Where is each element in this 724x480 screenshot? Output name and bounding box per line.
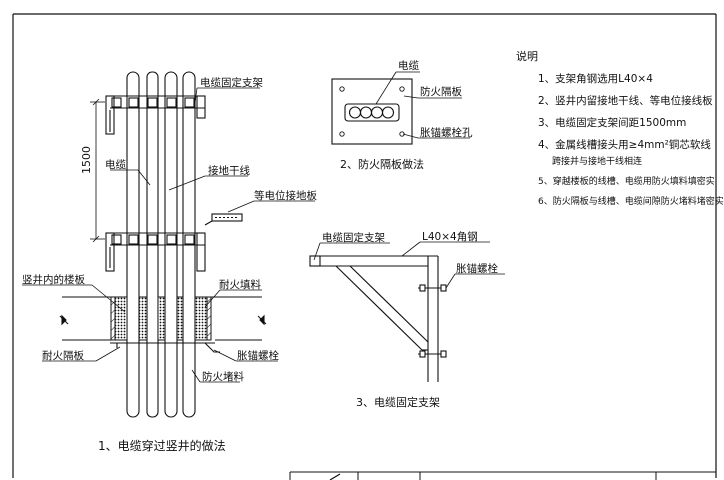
fig3-anchor-bolt-label: 胀锚螺栓 bbox=[456, 262, 498, 275]
fig2-cable-label: 电缆 bbox=[398, 59, 419, 72]
fig3-angle-steel-label: L40×4角钢 bbox=[422, 230, 478, 243]
bracket-diagonal-brace bbox=[335, 265, 429, 351]
note-item: 3、电缆固定支架间距1500mm bbox=[538, 117, 687, 129]
fig1-bonding-plate-label: 等电位接地板 bbox=[254, 189, 317, 202]
bracket-wall-post bbox=[427, 256, 439, 382]
fig2-caption: 2、防火隔板做法 bbox=[340, 157, 424, 171]
note-item: 2、竖井内留接地干线、等电位接线板 bbox=[538, 95, 713, 107]
fig1-ground-wire-label: 接地干线 bbox=[208, 164, 250, 177]
fig1-shaft-cable-section bbox=[22, 71, 315, 418]
board-cable-bundle bbox=[344, 103, 400, 122]
fig1-caption: 1、电缆穿过竖井的做法 bbox=[98, 438, 226, 453]
fig1-bracket-label: 电缆固定支架 bbox=[200, 76, 263, 89]
fig1-fire-fill-label: 耐火填料 bbox=[219, 278, 261, 291]
floor-slab bbox=[59, 296, 267, 341]
fig1-anchor-bolt-label: 胀锚螺栓 bbox=[237, 349, 279, 362]
fig1-leaders bbox=[22, 87, 315, 383]
note-item: 5、穿越楼板的线槽、电缆用防火填料填密实 bbox=[538, 177, 715, 187]
fig1-fire-board-label: 耐火隔板 bbox=[42, 349, 84, 362]
fig1-dimension-label: 1500 bbox=[80, 146, 93, 174]
note-item: 4、金属线槽接头用≥4mm²铜芯软线 bbox=[538, 139, 711, 151]
upper-cable-bracket bbox=[105, 95, 206, 135]
notes-title: 说明 bbox=[516, 50, 538, 63]
fig3-caption: 3、电缆固定支架 bbox=[356, 395, 440, 409]
fig2-fire-board-label: 防火隔板 bbox=[420, 85, 462, 98]
fig2-leaders bbox=[375, 71, 470, 139]
bonding-plate bbox=[204, 213, 243, 226]
note-item: 跨接并与接地干线相连 bbox=[552, 157, 643, 167]
fig1-fire-plug-label: 防火堵料 bbox=[202, 370, 244, 383]
fire-filling-blocks bbox=[110, 296, 212, 341]
notes-panel: 说明 1、支架角钢选用L40×4 2、竖井内留接地干线、等电位接线板 3、电缆固… bbox=[516, 48, 724, 216]
lower-cable-bracket bbox=[105, 232, 206, 272]
fig3-bracket-detail bbox=[309, 241, 505, 382]
bracket-top-arm bbox=[309, 255, 438, 267]
drawing-frame bbox=[12, 13, 717, 480]
bracket-anchor-bolts bbox=[418, 284, 447, 358]
fig3-leaders bbox=[313, 241, 505, 289]
fig1-floor-slab-label: 竖井内的楼板 bbox=[22, 273, 85, 286]
note-item: 1、支架角钢选用L40×4 bbox=[538, 73, 653, 85]
dimension-1500 bbox=[90, 98, 105, 243]
note-item: 6、防火隔板与线槽、电缆间隙防火堵料堵密实 bbox=[538, 197, 724, 207]
fig1-cable-label: 电缆 bbox=[105, 158, 126, 171]
fig3-bracket-label: 电缆固定支架 bbox=[322, 231, 385, 244]
fig2-fire-board-detail bbox=[331, 71, 470, 145]
fig2-bolt-hole-label: 胀锚螺栓孔 bbox=[420, 126, 473, 139]
